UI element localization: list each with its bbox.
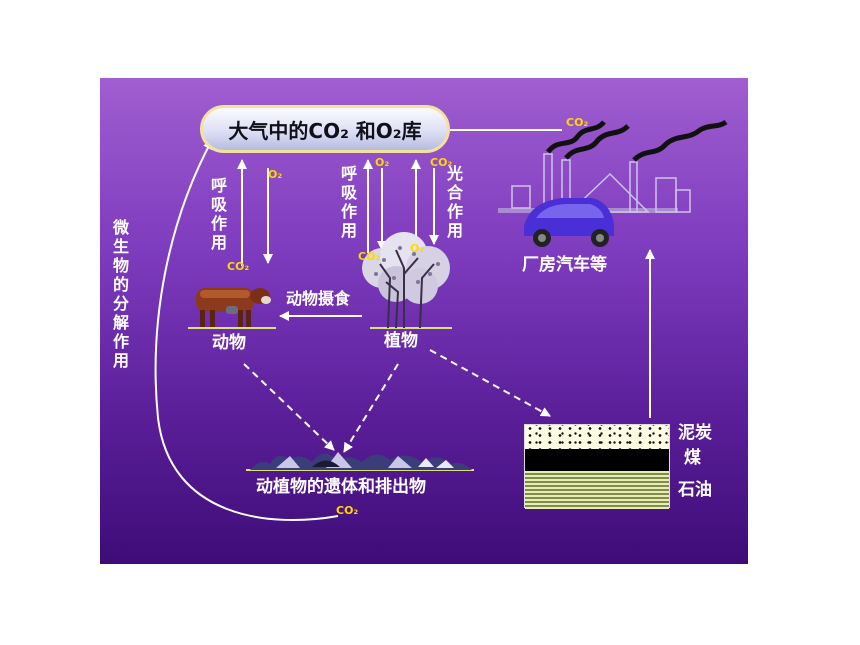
cow-illustration xyxy=(196,288,271,327)
decomposition-label: 微生物的分解作用 xyxy=(112,218,130,370)
plant-to-remains-arrow xyxy=(344,364,398,452)
animal-respiration-label: 呼吸作用 xyxy=(210,176,228,252)
photosynthesis-label: 光合作用 xyxy=(446,164,464,240)
factories-label: 厂房汽车等 xyxy=(522,256,607,275)
plant-o2-bottom-label: O₂ xyxy=(410,242,424,255)
peat-layer xyxy=(525,425,669,449)
factory-co2-label: CO₂ xyxy=(566,116,588,129)
atmosphere-reservoir: 大气中的CO₂ 和O₂库 xyxy=(200,105,450,153)
oil-label: 石油 xyxy=(678,481,712,500)
plant-respiration-label: 呼吸作用 xyxy=(340,164,358,240)
oil-layer xyxy=(525,471,669,509)
remains-pile xyxy=(250,452,472,470)
animals-label: 动物 xyxy=(212,334,246,353)
factory-illustration xyxy=(498,122,726,247)
carbon-cycle-diagram: 大气中的CO₂ 和O₂库 CO₂ CO₂ O₂ O₂ CO₂ CO₂ O₂ CO… xyxy=(100,78,748,564)
plant-o2-top-label: O₂ xyxy=(375,156,389,169)
remains-label: 动植物的遗体和排出物 xyxy=(256,478,426,497)
coal-label: 煤 xyxy=(684,449,701,468)
animal-o2-label: O₂ xyxy=(268,168,282,181)
atmosphere-label: 大气中的CO₂ 和O₂库 xyxy=(228,115,421,144)
fossil-fuel-strata xyxy=(524,424,670,508)
feeding-label: 动物摄食 xyxy=(286,290,350,308)
plants-label: 植物 xyxy=(384,332,418,351)
tree-illustration xyxy=(362,232,450,328)
plant-to-fossil-arrow xyxy=(430,350,550,416)
decomposition-co2-label: CO₂ xyxy=(336,504,358,517)
plant-co2-bottom-label: CO₂ xyxy=(358,250,380,263)
coal-layer xyxy=(525,449,669,471)
animal-to-remains-arrow xyxy=(244,364,334,450)
animal-co2-label: CO₂ xyxy=(227,260,249,273)
peat-label: 泥炭 xyxy=(678,424,712,443)
